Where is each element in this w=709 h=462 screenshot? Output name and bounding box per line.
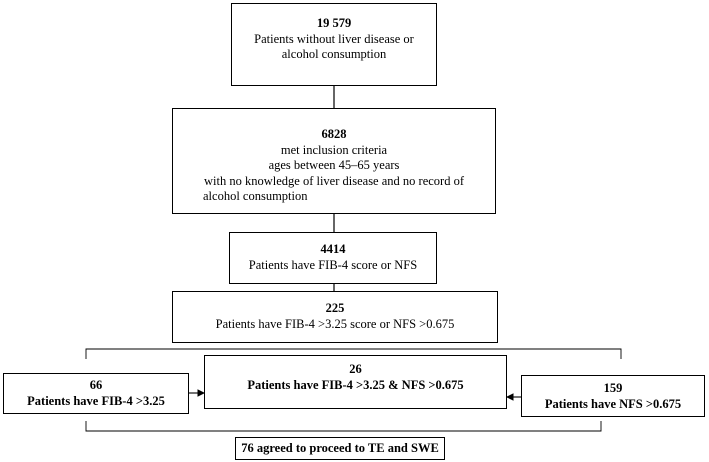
inclusion-line3: with no knowledge of liver disease and n… [204, 173, 464, 188]
inclusion-line1: met inclusion criteria [280, 142, 388, 157]
both-label: Patients have FIB-4 >3.25 & NFS >0.675 [247, 377, 464, 392]
nfs-label: Patients have NFS >0.675 [544, 396, 682, 411]
fib4-count: 66 [89, 378, 103, 392]
inclusion-line2: ages between 45–65 years [268, 158, 400, 172]
fib4-label: Patients have FIB-4 >3.25 [27, 393, 165, 408]
box-nfs-only: 159 Patients have NFS >0.675 [521, 375, 705, 417]
nfs-count: 159 [603, 381, 623, 395]
elevated-label: Patients have FIB-4 >3.25 score or NFS >… [215, 316, 455, 331]
total-patients-count: 19 579 [316, 16, 352, 30]
bottom-bracket [85, 421, 602, 432]
box-inclusion-criteria: 6828 met inclusion criteria ages between… [172, 108, 496, 214]
total-patients-line1: Patients without liver disease or [254, 31, 414, 46]
box-elevated-scores: 225 Patients have FIB-4 >3.25 score or N… [172, 291, 498, 343]
elevated-count: 225 [325, 301, 345, 315]
agreed-label: 76 agreed to proceed to TE and SWE [241, 441, 439, 455]
box-fib4-or-nfs-scored: 4414 Patients have FIB-4 score or NFS [229, 232, 437, 284]
box-fib4-only: 66 Patients have FIB-4 >3.25 [3, 373, 189, 414]
box-agreed-te-swe: 76 agreed to proceed to TE and SWE [235, 437, 445, 460]
box-both-elevated: 26 Patients have FIB-4 >3.25 & NFS >0.67… [204, 355, 507, 409]
inclusion-count: 6828 [321, 127, 347, 141]
scored-label: Patients have FIB-4 score or NFS [248, 257, 418, 272]
inclusion-line4: alcohol consumption [203, 189, 308, 203]
total-patients-line2: alcohol consumption [281, 47, 387, 61]
box-total-patients: 19 579 Patients without liver disease or… [231, 3, 437, 86]
both-count: 26 [349, 362, 362, 376]
scored-count: 4414 [320, 242, 346, 256]
top-bracket [85, 348, 622, 359]
